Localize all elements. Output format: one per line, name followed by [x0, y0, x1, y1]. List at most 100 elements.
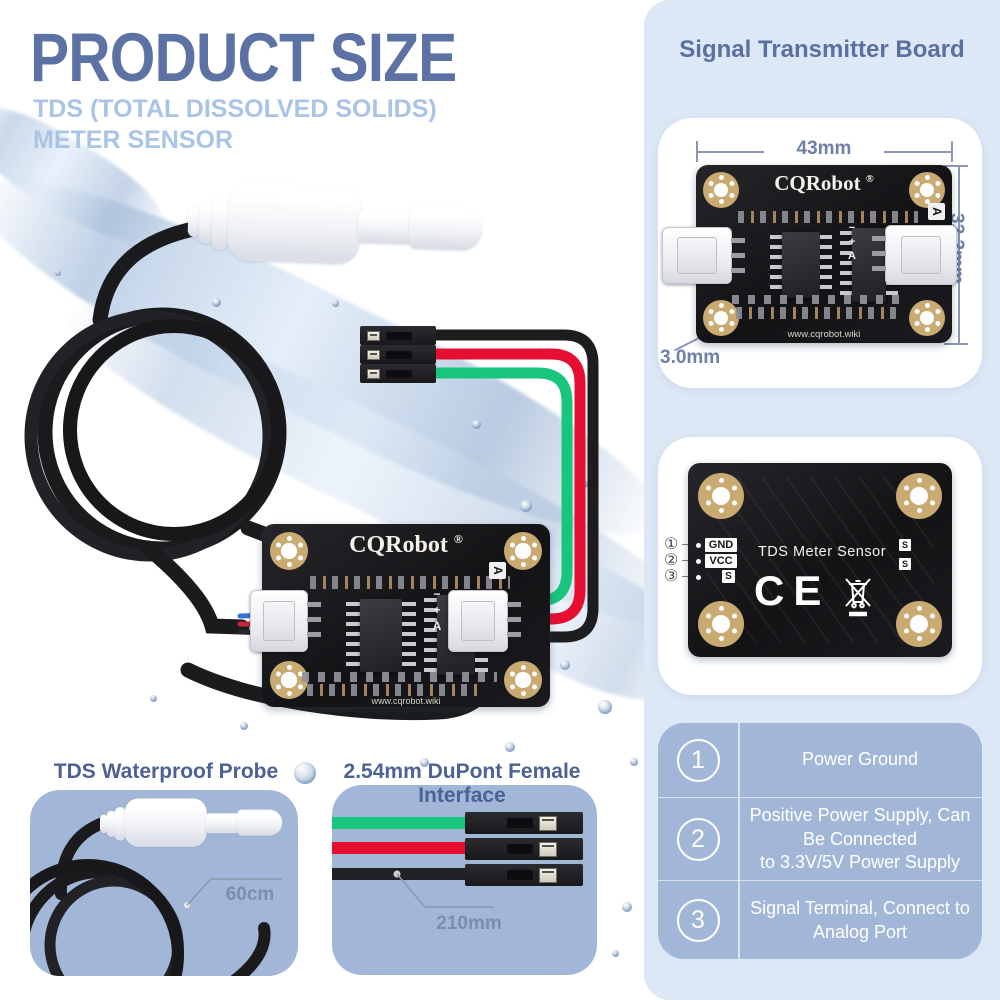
pin-hole — [696, 559, 701, 564]
table-row: 3 Signal Terminal, Connect to Analog Por… — [658, 880, 982, 959]
pin-markings: − + A — [848, 222, 856, 262]
cable-coil — [63, 319, 285, 541]
dupont-connector-green — [465, 812, 583, 834]
port-a-label: A — [489, 562, 506, 579]
dim-width-label: 43mm — [764, 138, 884, 160]
probe-neck — [357, 210, 413, 245]
probe-tip — [408, 206, 483, 251]
dim-tick — [944, 165, 968, 167]
cable-to-board — [140, 540, 250, 635]
dim-line-height — [958, 165, 960, 343]
callout-3: ③ — [664, 568, 679, 585]
mounting-hole — [896, 601, 942, 647]
water-droplet — [520, 500, 532, 512]
jst-connector-left — [250, 590, 321, 652]
jst-connector-right — [872, 225, 957, 285]
mounting-hole — [698, 601, 744, 647]
dupont-panel-wires — [332, 817, 494, 908]
pin-hole — [696, 575, 701, 580]
probe-panel-probe — [100, 796, 289, 852]
dupont-connector-black — [360, 326, 436, 345]
brand-logo: CQRobot ® — [774, 171, 874, 195]
dupont-panel-heading: 2.54mm DuPont Female Interface — [343, 760, 581, 807]
water-droplet — [472, 420, 481, 429]
dim-tick — [951, 141, 953, 162]
water-droplet — [598, 700, 612, 714]
pin-hole — [696, 543, 701, 548]
brand-logo: CQRobot ® — [349, 532, 463, 558]
water-droplet — [55, 270, 61, 276]
dupont-slot — [386, 331, 412, 340]
s-side-label: S — [899, 539, 911, 551]
probe-tip — [237, 809, 283, 836]
mounting-hole — [703, 172, 739, 208]
jst-connector-right — [448, 590, 521, 652]
dupont-connector-red — [465, 838, 583, 860]
dupont-metal-contact — [367, 350, 380, 360]
cable-length-label: 60cm — [225, 884, 275, 905]
dupont-metal-contact — [367, 369, 380, 379]
probe-panel: 60cm — [30, 790, 298, 976]
probe-panel-cable — [30, 814, 282, 976]
vcc-label: VCC — [705, 554, 737, 568]
smd-components — [732, 295, 907, 304]
smd-components — [310, 576, 510, 589]
water-droplet — [294, 762, 316, 784]
table-divider — [738, 723, 740, 959]
water-droplet — [212, 298, 221, 307]
main-pcb-front: CQRobot ® − + A A www.cqrobot.wiki — [250, 524, 550, 707]
pcb-traces — [706, 476, 934, 644]
table-row: 2 Positive Power Supply, Can Be Connecte… — [658, 797, 982, 881]
dupont-slot — [386, 350, 412, 359]
website-text: www.cqrobot.wiki — [371, 696, 441, 706]
callout-2: ② — [664, 552, 679, 569]
jst-connector-left — [662, 227, 745, 284]
probe-panel-heading: TDS Waterproof Probe — [53, 760, 279, 783]
dupont-connector-black — [465, 864, 583, 886]
probe-strain-relief — [114, 807, 126, 841]
page-subtitle: TDS (TOTAL DISSOLVED SOLIDS) METER SENSO… — [33, 95, 437, 155]
tds-probe — [187, 177, 495, 278]
mounting-hole — [909, 300, 945, 336]
pin-number-3: 3 — [676, 899, 720, 942]
mounting-hole — [896, 473, 942, 519]
dim-hole-label: 3.0mm — [660, 347, 721, 368]
weee-icon — [845, 578, 871, 617]
panel-pcb-back: GND VCC S TDS Meter Sensor CE S S — [688, 463, 952, 657]
smd-components — [736, 307, 896, 319]
pin-desc-3: Signal Terminal, Connect to Analog Port — [750, 898, 970, 942]
pin-desc-1: Power Ground — [801, 749, 919, 770]
pin-number-1: 1 — [676, 738, 720, 782]
pin-description-table: 1 Power Ground 2 Positive Power Supply, … — [658, 723, 982, 959]
probe-cable — [92, 220, 206, 328]
dupont-slot — [386, 369, 412, 378]
website-text: www.cqrobot.wiki — [787, 329, 861, 340]
gnd-label: GND — [705, 538, 737, 552]
mounting-hole — [504, 661, 542, 699]
pin-markings: − + A — [432, 587, 442, 633]
dupont-metal-contact — [367, 331, 380, 341]
probe-body — [226, 182, 362, 265]
dupont-connector-green — [360, 364, 436, 383]
water-droplet — [612, 950, 619, 957]
mounting-hole — [909, 172, 945, 208]
back-board-panel: ① ② ③ GND VCC S TDS Me — [658, 437, 982, 695]
dim-tick — [696, 141, 698, 162]
mounting-hole — [703, 300, 739, 336]
panel-pcb-front: CQRobot ® − + A A www.cqrobot.wiki — [662, 165, 957, 343]
dim-tick — [944, 343, 968, 345]
water-droplet — [560, 660, 570, 670]
water-droplet — [622, 902, 632, 912]
callout-1: ① — [664, 536, 679, 553]
page-title: PRODUCT SIZE — [30, 19, 457, 96]
dupont-wire-red — [428, 348, 586, 625]
smd-components — [738, 211, 918, 223]
right-column-heading: Signal Transmitter Board — [679, 36, 965, 63]
water-droplet — [332, 300, 339, 307]
dupont-wire-black — [428, 329, 599, 643]
pin-number-2: 2 — [676, 818, 720, 861]
board-title: TDS Meter Sensor — [757, 544, 887, 560]
ce-mark: CE — [754, 567, 831, 614]
